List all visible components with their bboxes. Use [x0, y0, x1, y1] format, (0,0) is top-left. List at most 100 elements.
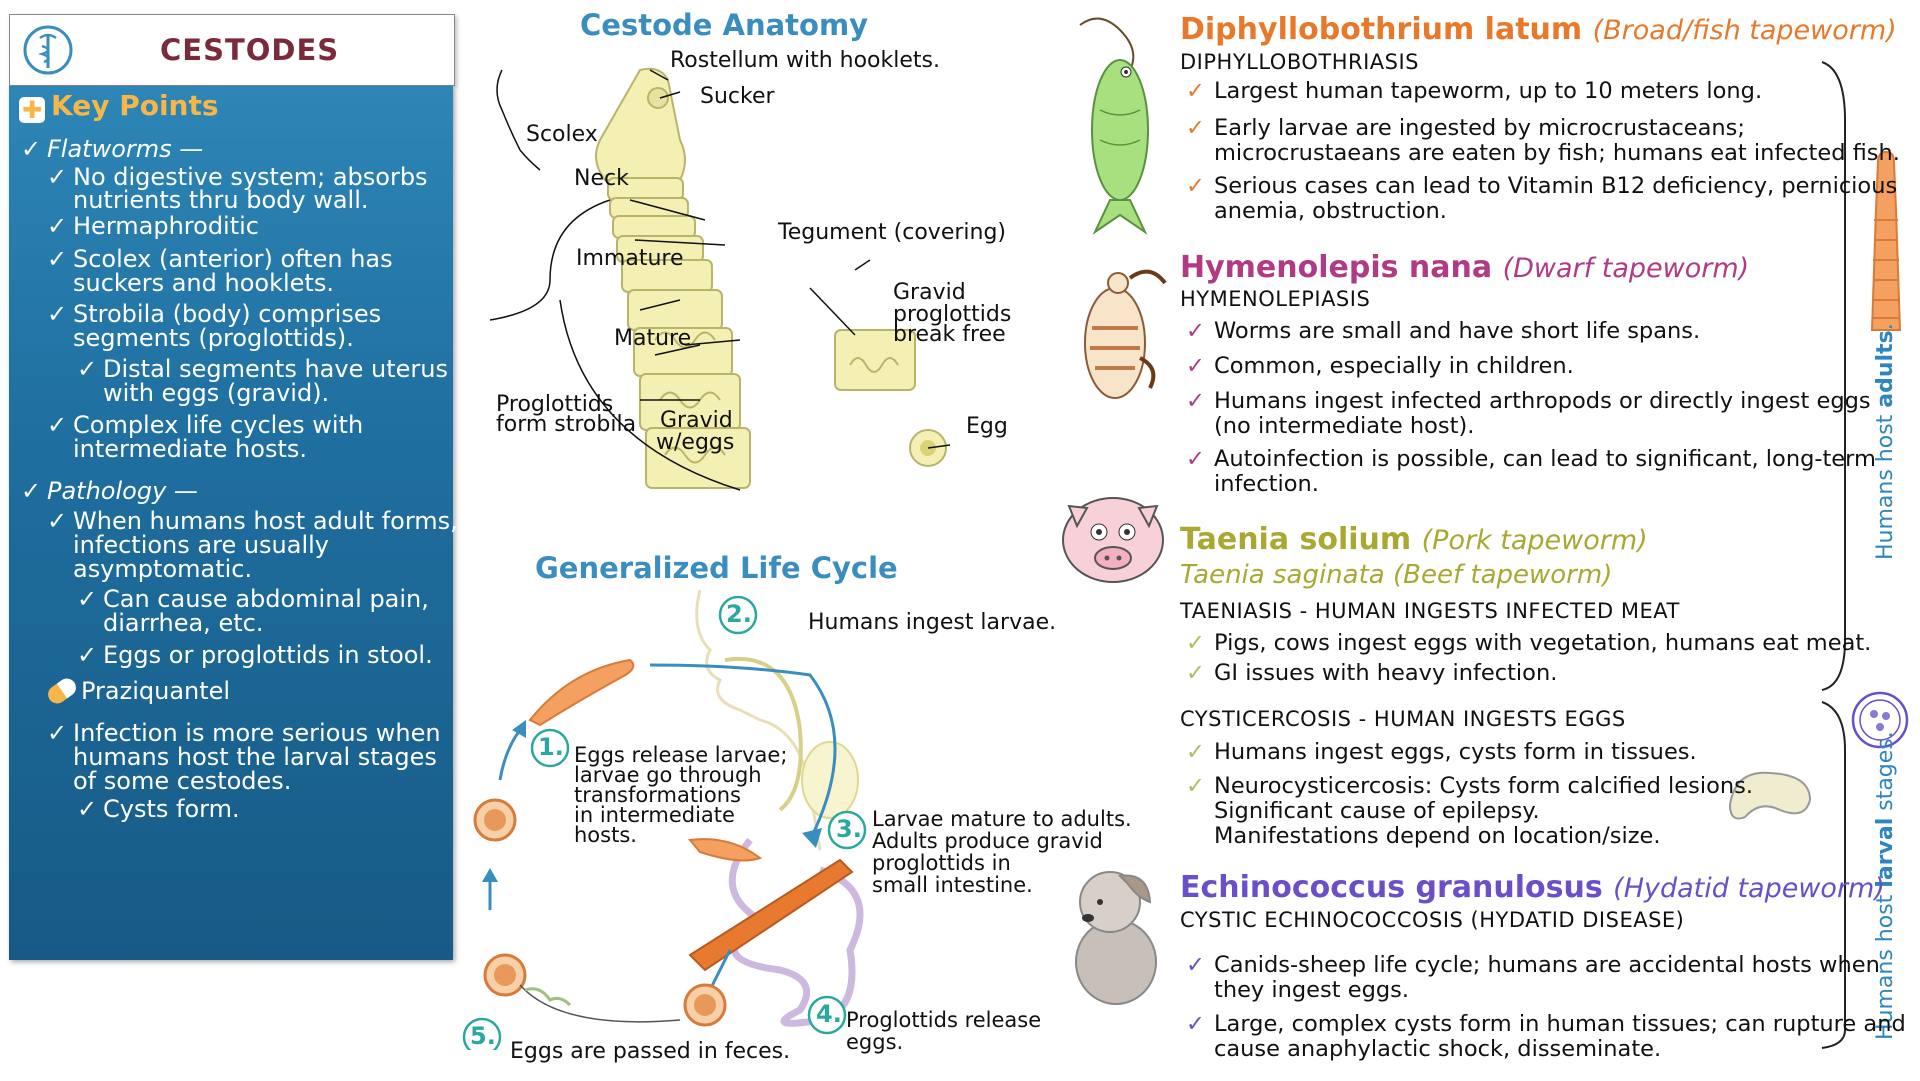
check-icon: ✓: [47, 719, 68, 747]
item-text: Distal segments have uterus: [103, 355, 448, 383]
step-4-text: Proglottids release eggs.: [846, 1009, 1041, 1053]
check-icon: ✓: [77, 355, 98, 383]
check-icon: ✓: [1186, 1011, 1205, 1037]
label-gravid-2: w/eggs: [656, 430, 735, 455]
bullet: cause anaphylactic shock, disseminate.: [1214, 1037, 1661, 1062]
list-item: ✓No digestive system; absorbs: [47, 164, 428, 191]
check-icon: ✓: [77, 795, 98, 823]
bullet-text: Canids-sheep life cycle; humans are acci…: [1214, 952, 1880, 978]
label-mature: Mature: [614, 326, 692, 351]
bullet-text: Humans ingest infected arthropods or dir…: [1214, 388, 1871, 414]
step-2-number: 2.: [726, 600, 752, 628]
bullet: ✓ GI issues with heavy infection.: [1186, 660, 1558, 686]
list-item: humans host the larval stages: [73, 744, 437, 771]
list-item: ✓Hermaphroditic: [47, 213, 259, 240]
list-item: ✓Cysts form.: [77, 796, 240, 823]
life-cycle-illustration: [462, 590, 867, 1050]
bullet: ✓ Large, complex cysts form in human tiss…: [1186, 1011, 1906, 1037]
tapeworm-anatomy-illustration: [489, 67, 951, 491]
item-text: Eggs or proglottids in stool.: [103, 641, 433, 669]
list-item: with eggs (gravid).: [103, 380, 329, 407]
bullet-text: Large, complex cysts form in human tissu…: [1214, 1011, 1906, 1037]
item-text: of some cestodes.: [73, 767, 292, 795]
step-1-line: in intermediate: [574, 803, 735, 827]
step-3-line: Adults produce gravid: [872, 829, 1103, 853]
bullet-text: infection.: [1214, 471, 1319, 497]
item-text: Scolex (anterior) often has: [73, 245, 393, 273]
check-icon: ✓: [1186, 952, 1205, 978]
list-item: ✓Eggs or proglottids in stool.: [77, 642, 433, 669]
species-common-name: (Dwarf tapeworm): [1502, 253, 1750, 284]
bullet-text: Early larvae are ingested by microcrusta…: [1214, 115, 1745, 141]
key-points-heading-text: Key Points: [51, 89, 219, 122]
item-text: Praziquantel: [81, 677, 231, 705]
step-1-line: larvae go through: [574, 763, 762, 787]
disease-hymeno: HYMENOLEPIASIS: [1180, 287, 1371, 311]
step-4-line: eggs.: [846, 1030, 904, 1054]
species-common-name: (Pork tapeworm): [1421, 525, 1648, 556]
list-item: ✓Scolex (anterior) often has: [47, 246, 393, 273]
item-text: No digestive system; absorbs: [73, 163, 428, 191]
anatomy-heading: Cestode Anatomy: [580, 8, 869, 42]
step-3-line: proglottids in: [872, 851, 1011, 875]
list-item: of some cestodes.: [73, 768, 291, 795]
step-4-number: 4.: [816, 1000, 842, 1028]
check-icon: ✓: [1186, 115, 1205, 141]
item-text: diarrhea, etc.: [103, 609, 264, 637]
list-item: ✓Complex life cycles with: [47, 412, 363, 439]
item-text: When humans host adult forms,: [73, 507, 458, 535]
bullet: ✓Humans ingest eggs, cysts form in tissu…: [1186, 740, 1697, 765]
plus-icon: ✚: [19, 97, 45, 123]
check-icon: ✓: [47, 411, 68, 439]
bullet-text: Significant cause of epilepsy.: [1214, 798, 1540, 824]
adult-tapeworm-icon: [1870, 150, 1902, 331]
label-strobila-2: form strobila: [496, 412, 637, 437]
disease-echino: CYSTIC ECHINOCOCCOSIS (HYDATID DISEASE): [1180, 908, 1685, 932]
list-item: intermediate hosts.: [73, 436, 307, 463]
check-icon: ✓: [1186, 446, 1205, 472]
species-name-taenia-saginata: Taenia saginata (Beef tapeworm): [1180, 560, 1613, 590]
check-icon: ✓: [1186, 739, 1205, 765]
check-icon: ✓: [1186, 660, 1205, 686]
list-item: ✓Distal segments have uterus: [77, 356, 448, 383]
bullet: ✓Neurocysticercosis: Cysts form calcifie…: [1186, 774, 1753, 799]
species-common-name: (Broad/fish tapeworm): [1592, 15, 1897, 46]
item-text: humans host the larval stages: [73, 743, 437, 771]
item-text: infections are usually: [73, 531, 330, 559]
title-box: CESTODES: [9, 14, 455, 86]
label-rostellum: Rostellum with hooklets.: [670, 48, 940, 73]
species-name-text: Diphyllobothrium latum: [1180, 12, 1583, 47]
item-text: nutrients thru body wall.: [73, 186, 369, 214]
species-name-text: Taenia solium: [1180, 522, 1412, 557]
check-icon: ✓: [77, 641, 98, 669]
bullet-text: Common, especially in children.: [1214, 353, 1574, 379]
step-1-line: Eggs release larvae;: [574, 743, 788, 767]
step-1-line: hosts.: [574, 823, 637, 847]
item-text: Cysts form.: [103, 795, 240, 823]
key-points-panel: ✚Key Points ✓Flatworms — ✓No digestive s…: [9, 86, 458, 960]
bullet: ✓Serious cases can lead to Vitamin B12 d…: [1186, 173, 1898, 199]
check-icon: ✓: [1186, 773, 1205, 799]
pill-icon: [44, 675, 80, 707]
bullet: ✓Pigs, cows ingest eggs with vegetation,…: [1186, 630, 1872, 656]
step-4-line: Proglottids release: [846, 1008, 1042, 1032]
disease-cysticercosis: CYSTICERCOSIS - HUMAN INGESTS EGGS: [1180, 707, 1626, 731]
side-text: Humans host: [1873, 407, 1898, 560]
list-item: ✓Flatworms —: [21, 136, 203, 163]
side-text-bold: adults: [1873, 330, 1898, 408]
bullet-text: Pigs, cows ingest eggs with vegetation, …: [1214, 630, 1872, 656]
species-name-diphyllo: Diphyllobothrium latum (Broad/fish tapew…: [1180, 12, 1897, 47]
check-icon: ✓: [1186, 353, 1205, 379]
check-icon: ✓: [1186, 78, 1205, 104]
item-text: with eggs (gravid).: [103, 379, 330, 407]
label-neck: Neck: [574, 166, 629, 191]
item-text: intermediate hosts.: [73, 435, 307, 463]
species-name-text: Hymenolepis nana: [1180, 250, 1493, 285]
bullet: (no intermediate host).: [1214, 414, 1474, 439]
bullet-text: anemia, obstruction.: [1214, 198, 1447, 224]
bullet-text: GI issues with heavy infection.: [1214, 660, 1558, 686]
list-item: asymptomatic.: [73, 556, 252, 583]
arthropod-illustration: [1084, 269, 1167, 399]
grouping-brace: [1821, 61, 1846, 1049]
bullet-text: Serious cases can lead to Vitamin B12 de…: [1214, 173, 1898, 199]
